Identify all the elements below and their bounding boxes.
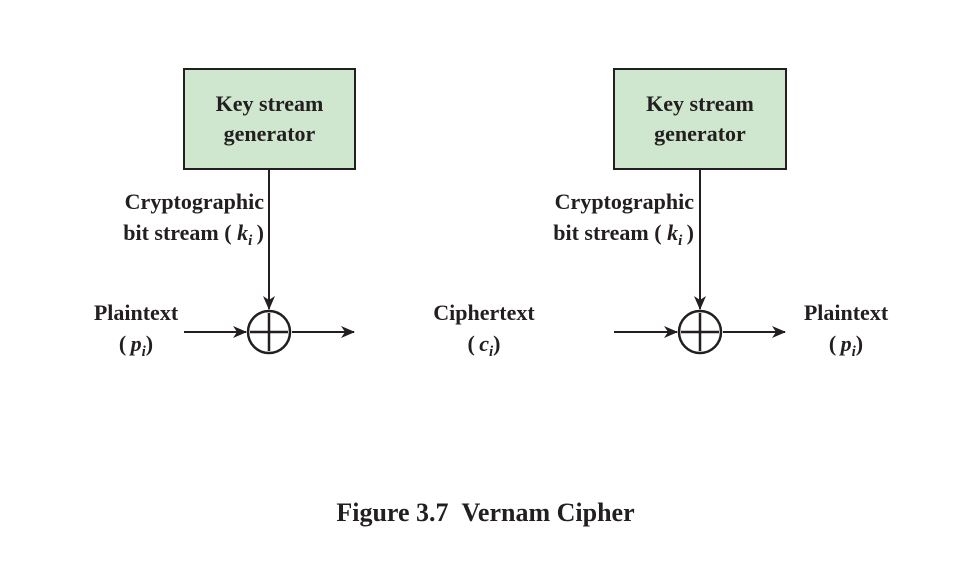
left-plaintext-symbol-line: ( pi) <box>118 331 154 360</box>
left-plaintext-subscript: i <box>141 344 146 360</box>
right-bitstream-label: Cryptographic bit stream ( ki ) <box>512 186 694 252</box>
right-plaintext-symbol-line: ( pi) <box>828 331 864 360</box>
figure-number: Figure 3.7 <box>336 498 449 527</box>
left-bitstream-label: Cryptographic bit stream ( ki ) <box>84 186 264 252</box>
left-bitstream-line1: Cryptographic <box>124 189 264 214</box>
ciphertext-label: Ciphertext ( ci) <box>414 297 554 363</box>
left-bitstream-line2: bit stream ( ki ) <box>123 220 264 249</box>
left-plaintext-label: Plaintext ( pi) <box>80 297 192 363</box>
left-bitstream-subscript: i <box>248 233 253 249</box>
right-plaintext-title: Plaintext <box>803 300 889 325</box>
ciphertext-subscript: i <box>489 344 494 360</box>
right-plaintext-subscript: i <box>851 344 856 360</box>
left-generator-line2: generator <box>223 121 316 146</box>
right-bitstream-line1: Cryptographic <box>554 189 694 214</box>
left-plaintext-title: Plaintext <box>93 300 179 325</box>
left-plaintext-symbol: p <box>130 331 142 356</box>
left-generator-line1: Key stream <box>215 91 324 116</box>
figure-caption: Figure 3.7 Vernam Cipher <box>0 496 971 530</box>
right-bitstream-symbol: k <box>667 220 679 245</box>
ciphertext-title: Ciphertext <box>433 300 535 325</box>
figure-title: Vernam Cipher <box>461 498 635 527</box>
right-bitstream-text: bit stream ( <box>553 220 662 245</box>
right-bitstream-subscript: i <box>678 233 683 249</box>
left-xor-icon <box>246 309 292 355</box>
right-xor-icon <box>677 309 723 355</box>
right-plaintext-symbol: p <box>840 331 852 356</box>
left-keystream-generator: Key stream generator <box>183 68 356 170</box>
right-keystream-generator: Key stream generator <box>613 68 787 170</box>
ciphertext-symbol-line: ( ci) <box>467 331 501 360</box>
right-plaintext-label: Plaintext ( pi) <box>790 297 902 363</box>
right-bitstream-line2: bit stream ( ki ) <box>553 220 694 249</box>
left-bitstream-symbol: k <box>237 220 249 245</box>
ciphertext-symbol: c <box>479 331 489 356</box>
right-generator-line2: generator <box>654 121 746 146</box>
right-generator-line1: Key stream <box>646 91 754 116</box>
left-bitstream-text: bit stream ( <box>123 220 232 245</box>
